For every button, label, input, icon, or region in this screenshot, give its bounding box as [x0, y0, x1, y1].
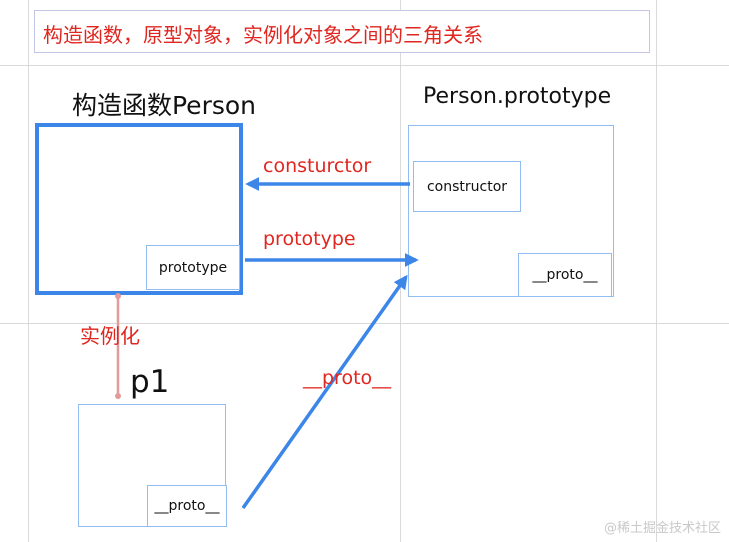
instantiate-label: 实例化: [80, 324, 140, 348]
title-box: 构造函数，原型对象，实例化对象之间的三角关系: [34, 10, 650, 53]
proto-property-label-prototype: __proto__: [532, 267, 598, 283]
proto-arrow-label: __proto__: [303, 367, 392, 389]
constructor-property-label: constructor: [426, 178, 508, 195]
grid-line: [0, 65, 729, 66]
proto-property-box-prototype: __proto__: [518, 253, 612, 297]
consturctor-arrow-label: consturctor: [263, 155, 372, 177]
instantiate-line-end-dot: [115, 393, 121, 399]
prototype-property-box: prototype: [146, 245, 240, 290]
constructor-heading: 构造函数Person: [72, 91, 257, 120]
prototype-heading: Person.prototype: [423, 84, 612, 109]
proto-arrow: [241, 274, 408, 510]
proto-property-box-instance: __proto__: [147, 485, 227, 527]
constructor-property-box: constructor: [413, 161, 521, 212]
diagram-title: 构造函数，原型对象，实例化对象之间的三角关系: [43, 23, 483, 47]
grid-line: [400, 0, 401, 542]
prototype-property-label: prototype: [158, 259, 228, 276]
watermark: @稀土掘金技术社区: [603, 521, 721, 536]
instance-heading: p1: [130, 364, 170, 400]
prototype-arrow-label: prototype: [263, 228, 356, 250]
proto-property-label-instance: __proto__: [154, 498, 220, 514]
grid-line: [656, 0, 657, 542]
grid-line: [0, 323, 729, 324]
instantiate-line-start-dot: [115, 293, 121, 299]
grid-line: [28, 0, 29, 542]
